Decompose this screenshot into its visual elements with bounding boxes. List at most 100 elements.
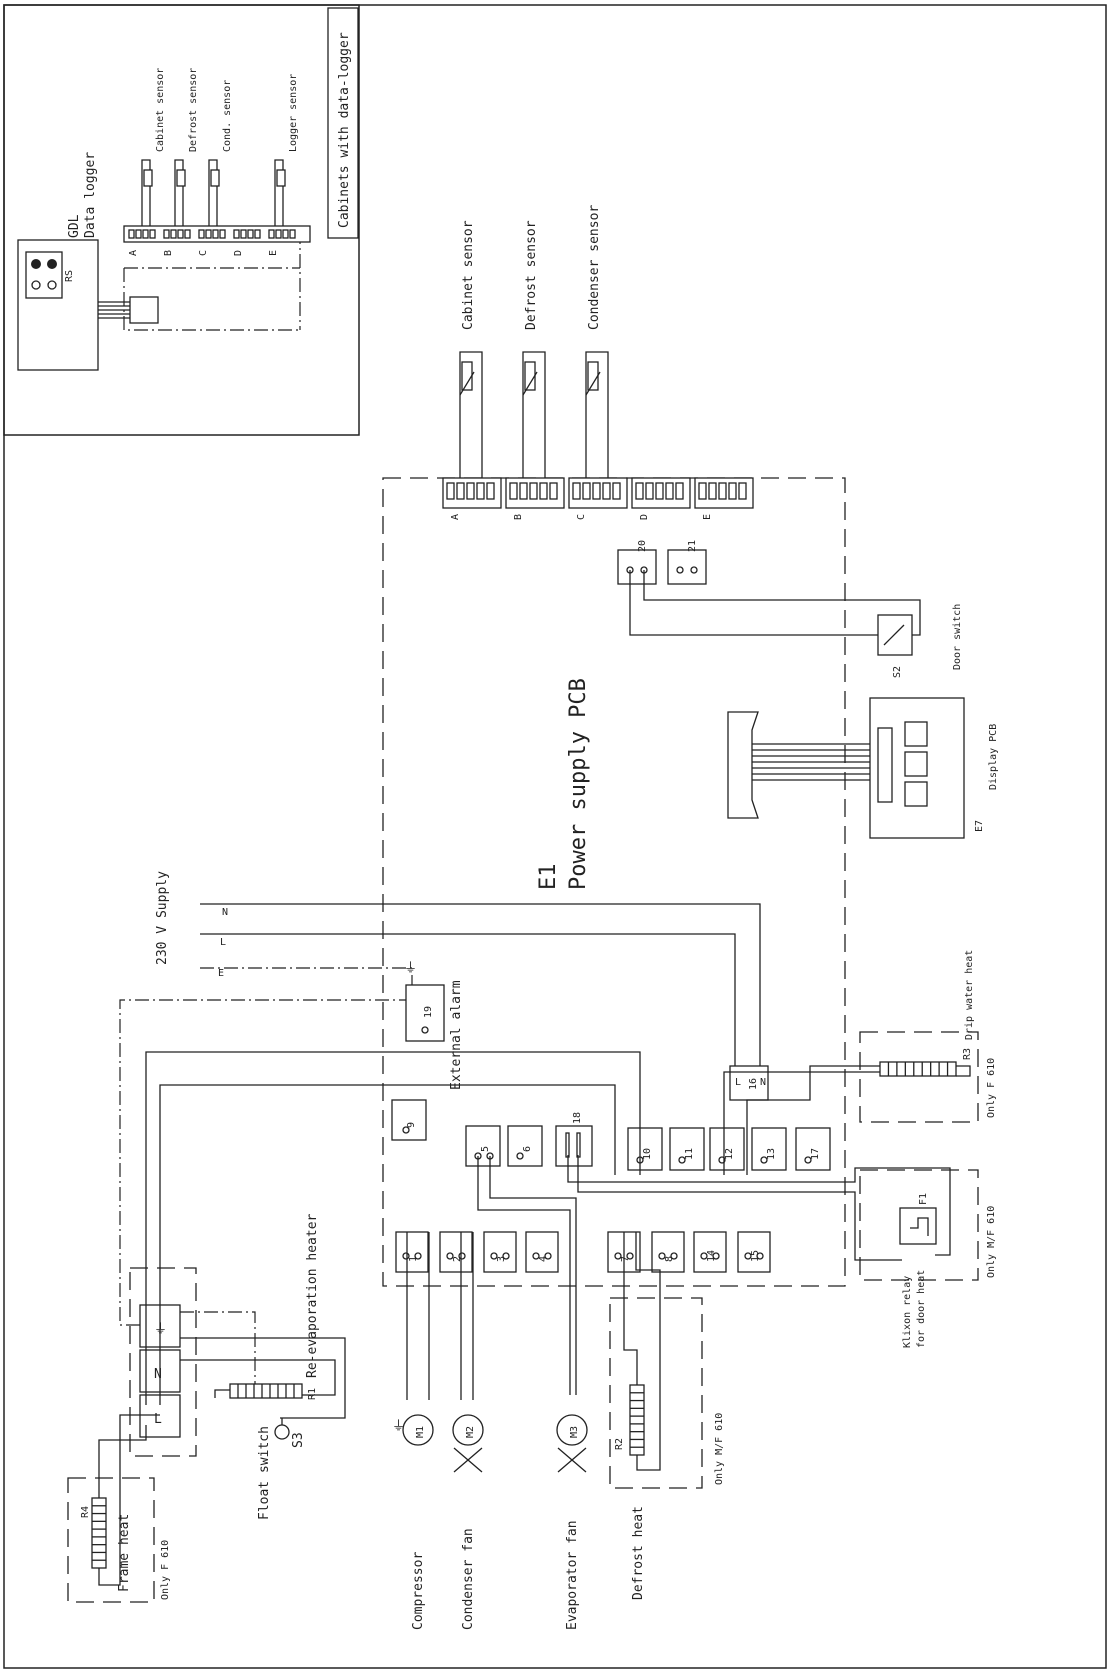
pcb-sensor-label: Cabinet sensor — [461, 220, 476, 330]
gdl-id: GDL — [67, 214, 82, 238]
terminal-16-label: 16 — [748, 1078, 759, 1090]
terminal-block-group — [129, 1267, 197, 1457]
supply-n-label: N — [222, 907, 228, 918]
supply-l-label: L — [220, 937, 226, 948]
terminal-17 — [795, 1127, 831, 1171]
door-switch-label: Door switch — [952, 604, 963, 670]
datalogger-section-title: Cabinets with data-logger — [337, 32, 352, 228]
pcb-id: E1 — [536, 864, 561, 891]
display-id: E7 — [974, 820, 985, 832]
logger-sensor-label: Defrost sensor — [188, 68, 199, 152]
terminal-9-label: 9 — [406, 1122, 417, 1128]
motor-label: Evaporator fan — [565, 1520, 580, 1630]
terminal-8 — [651, 1231, 685, 1273]
terminal-6-label: 6 — [522, 1146, 533, 1152]
drip-heat-group — [859, 1031, 979, 1123]
klixon-label-2: for door heat — [916, 1270, 927, 1348]
compressor-earth-icon: ⏚ — [392, 1419, 405, 1434]
logger-connector-d: D — [233, 250, 244, 256]
motor-label: Compressor — [411, 1552, 426, 1630]
terminal-12-label: 12 — [724, 1148, 735, 1160]
frame-heat-label: Frame heat — [117, 1514, 132, 1592]
terminal-3-label: 3 — [496, 1256, 507, 1262]
logger-connector-b: B — [163, 250, 174, 256]
klixon-id: F1 — [918, 1193, 929, 1205]
logger-sensor-4: Logger sensor — [274, 74, 299, 226]
terminal-18-label: 18 — [572, 1112, 583, 1124]
terminal-3 — [483, 1231, 517, 1273]
pcb-connector-label-e: E — [702, 514, 713, 520]
frame-heat-group — [67, 1477, 155, 1603]
motor-id: M2 — [465, 1426, 476, 1438]
defrost-heat-note: Only M/F 610 — [714, 1413, 725, 1485]
float-switch-label: Float switch — [257, 1426, 272, 1520]
float-switch-icon — [274, 1424, 290, 1440]
terminal-13-label: 13 — [766, 1148, 777, 1160]
terminal-19-label: 19 — [423, 1006, 434, 1018]
defrost-heat-group — [609, 1297, 703, 1489]
pcb-connector-label-d: D — [639, 514, 650, 520]
pcb-sensor-2: Defrost sensor — [522, 220, 546, 478]
motor-id: M3 — [569, 1426, 580, 1438]
terminal-2-label: 2 — [452, 1256, 463, 1262]
display-label: Display PCB — [988, 724, 999, 790]
pcb-name: Power supply PCB — [566, 678, 591, 890]
datalogger-inset: Cabinets with data-logger RS GDL Data lo… — [3, 4, 360, 436]
pcb-sensor-label: Defrost sensor — [524, 220, 539, 330]
terminal-block-label: N — [154, 1367, 162, 1382]
drip-heat-note: Only F 610 — [986, 1058, 997, 1118]
terminal-6 — [507, 1125, 543, 1167]
pcb-connector-label-b: B — [513, 514, 524, 520]
supply-label: 230 V Supply — [155, 871, 170, 965]
frame-heat-id: R4 — [80, 1506, 91, 1518]
pcb-connector-label-a: A — [450, 514, 461, 520]
display-ribbon — [752, 743, 878, 781]
drawing-frame — [3, 4, 1107, 1669]
door-switch-box — [877, 614, 913, 656]
pcb-connector-label-c: C — [576, 514, 587, 520]
drip-heat-id: R3 — [962, 1048, 973, 1060]
terminal-17-label: 17 — [810, 1148, 821, 1160]
frame-heat-resistor — [91, 1497, 107, 1569]
terminal-5-label: 5 — [480, 1146, 491, 1152]
terminal-9 — [391, 1099, 427, 1141]
gdl-name: Data logger — [83, 152, 98, 238]
motor-id: M1 — [415, 1426, 426, 1438]
drip-heat-label: Drip water heat — [964, 950, 975, 1040]
terminal-10 — [627, 1127, 663, 1171]
terminal-1-label: 1 — [408, 1256, 419, 1262]
external-alarm-label: External alarm — [449, 980, 464, 1090]
terminal-12 — [709, 1127, 745, 1171]
display-ribbon-plug — [727, 711, 759, 819]
terminal-14-label: 14 — [706, 1250, 717, 1262]
terminal-21-label: 21 — [687, 540, 698, 552]
door-switch-id: S2 — [892, 666, 903, 678]
supply-l-wire — [200, 933, 736, 1082]
logger-sensor-1: Cabinet sensor — [141, 68, 166, 226]
frame-heat-note: Only F 610 — [160, 1540, 171, 1600]
terminal-16-pin-n: N — [760, 1077, 766, 1088]
logger-sensor-3: Cond. sensor — [208, 80, 233, 226]
defrost-heat-label: Defrost heat — [631, 1506, 646, 1600]
terminal-11 — [669, 1127, 705, 1171]
pcb-sensor-3: Condenser sensor — [585, 205, 609, 478]
terminal-15 — [737, 1231, 771, 1273]
terminal-14 — [693, 1231, 727, 1273]
gdl-ribbon — [98, 301, 130, 319]
terminal-18 — [555, 1125, 593, 1167]
rs-port — [25, 251, 63, 299]
terminal-1 — [395, 1231, 429, 1273]
klixon-note: Only M/F 610 — [986, 1206, 997, 1278]
terminal-16-pin-l: L — [735, 1077, 741, 1088]
earth-icon: ⏚ — [404, 961, 417, 976]
supply-e-label: E — [218, 968, 224, 979]
klixon-label: Klixon relay — [902, 1276, 913, 1348]
re-evap-label: Re-evaporation heater — [305, 1213, 320, 1378]
terminal-10-label: 10 — [642, 1148, 653, 1160]
terminal-4 — [525, 1231, 559, 1273]
drip-heat-resistor — [879, 1061, 957, 1077]
